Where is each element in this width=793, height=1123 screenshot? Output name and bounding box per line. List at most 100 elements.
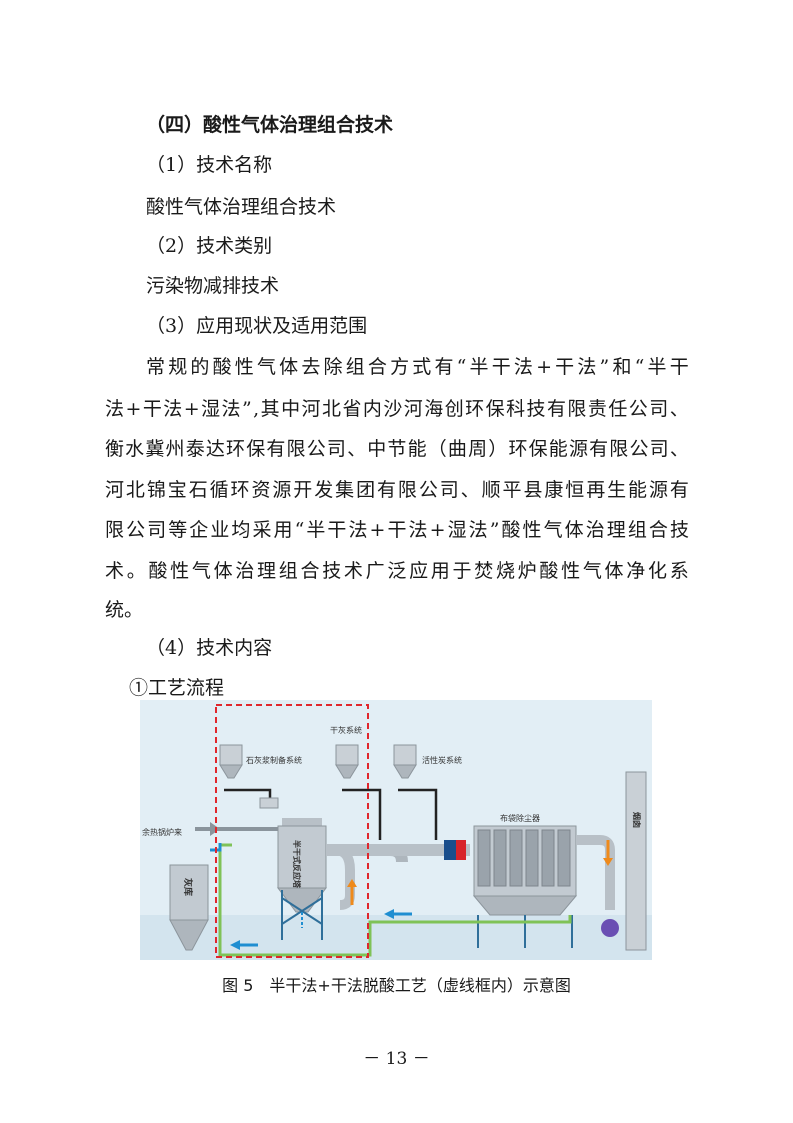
paragraph-char: 有 xyxy=(376,479,396,501)
paragraph-char: 生 xyxy=(607,479,627,501)
paragraph-char: 干 xyxy=(387,519,407,541)
bag-filter xyxy=(472,825,578,948)
paragraph-char: 酸 xyxy=(212,356,232,378)
paragraph-char: 冀 xyxy=(145,438,165,460)
activated-carbon-silo xyxy=(393,744,417,779)
paragraph-char: 平 xyxy=(502,479,522,501)
bag-filter-label: 布袋除尘器 xyxy=(500,813,540,823)
paragraph-char: 去 xyxy=(301,356,321,378)
paragraph-char: 体 xyxy=(279,356,299,378)
paragraph-char: 酸 xyxy=(539,560,559,582)
paragraph-char: 限 xyxy=(609,438,629,460)
reactor-label: 半干式反应塔 xyxy=(292,840,302,889)
paragraph-line-5: 限公司等企业均采用“半干法+干法+湿法”酸性气体治理组合技 xyxy=(105,518,689,542)
paragraph-char: 州 xyxy=(165,438,185,460)
paragraph-char: 干 xyxy=(491,356,511,378)
subsection-label-2: （2）技术类别 xyxy=(146,235,273,257)
paragraph-char: 法 xyxy=(577,356,597,378)
paragraph-char: 干 xyxy=(555,356,575,378)
paragraph-char: 司 xyxy=(649,398,669,420)
paragraph-char: 合 xyxy=(367,356,387,378)
paragraph-char: ” xyxy=(241,398,252,420)
paragraph-char: 法 xyxy=(221,398,241,420)
paragraph-char: 环 xyxy=(508,438,528,460)
paragraph-char: 、 xyxy=(460,479,480,501)
paragraph-char: 顺 xyxy=(481,479,501,501)
figure-caption: 图 5 半干法+干法脱酸工艺（虚线框内）示意图 xyxy=(222,976,571,995)
paragraph-char: 干 xyxy=(142,398,162,420)
paragraph-char: 术 xyxy=(343,560,363,582)
paragraph-char: 性 xyxy=(561,560,581,582)
flow-arrow-orange xyxy=(347,879,357,905)
paragraph-line-1: 常规的酸性气体去除组合方式有“半干法+干法”和“半干 xyxy=(146,355,689,379)
paragraph-char: 环 xyxy=(230,479,250,501)
paragraph-char: 方 xyxy=(390,356,410,378)
paragraph-char: （ xyxy=(427,438,447,460)
tech-category-text: 污染物减排技术 xyxy=(146,275,280,297)
paragraph-char: 公 xyxy=(418,479,438,501)
paragraph-char: + xyxy=(429,519,446,541)
paragraph-char: 节 xyxy=(387,438,407,460)
paragraph-char: + xyxy=(125,398,142,420)
paragraph-char: 半 xyxy=(469,356,489,378)
paragraph-char: 其 xyxy=(260,398,280,420)
paragraph-char: ” xyxy=(489,519,500,541)
paragraph-char: 理 xyxy=(257,560,277,582)
paragraph-char: 有 xyxy=(589,438,609,460)
paragraph-char: 焚 xyxy=(474,560,494,582)
paragraph-char: 企 xyxy=(189,519,209,541)
paragraph-char: 式 xyxy=(412,356,432,378)
induced-draft-fan xyxy=(601,919,619,937)
paragraph-char: 有 xyxy=(266,438,286,460)
paragraph-char: 周 xyxy=(468,438,488,460)
paragraph-char: 干 xyxy=(669,356,689,378)
paragraph-char: 任 xyxy=(608,398,628,420)
paragraph-char: 气 xyxy=(191,560,211,582)
paragraph-char: 保 xyxy=(246,438,266,460)
paragraph-char: 采 xyxy=(252,519,272,541)
paragraph-char: 科 xyxy=(506,398,526,420)
paragraph-char: 体 xyxy=(564,519,584,541)
paragraph-char: 北 xyxy=(125,479,145,501)
paragraph-char: 公 xyxy=(126,519,146,541)
paragraph-char: 治 xyxy=(585,519,605,541)
paragraph-char: 气 xyxy=(543,519,563,541)
paragraph-char: 能 xyxy=(628,479,648,501)
paragraph-char: 组 xyxy=(278,560,298,582)
paragraph-char: 湿 xyxy=(201,398,221,420)
paragraph-char: 锦 xyxy=(146,479,166,501)
paragraph-char: 组 xyxy=(627,519,647,541)
paragraph-char: 责 xyxy=(587,398,607,420)
paragraph-char: 循 xyxy=(209,479,229,501)
paragraph-char: 炉 xyxy=(517,560,537,582)
paragraph-char: 团 xyxy=(356,479,376,501)
paragraph-char: 体 xyxy=(213,560,233,582)
paragraph-char: 再 xyxy=(586,479,606,501)
paragraph-char: 技 xyxy=(322,560,342,582)
paragraph-line-4: 河北锦宝石循环资源开发集团有限公司、顺平县康恒再生能源有 xyxy=(105,478,689,502)
paragraph-char: 酸 xyxy=(148,560,168,582)
paragraph-char: 体 xyxy=(604,560,624,582)
paragraph-char: 有 xyxy=(434,356,454,378)
paragraph-char: 曲 xyxy=(447,438,467,460)
subsection-label-1: （1）技术名称 xyxy=(146,154,273,176)
paragraph-char: “ xyxy=(634,356,645,378)
paragraph-char: 司 xyxy=(439,479,459,501)
paragraph-char: 有 xyxy=(669,479,689,501)
paragraph-char: 源 xyxy=(568,438,588,460)
flow-arrows-blue xyxy=(210,843,412,950)
dashed-region-box xyxy=(215,704,369,958)
paragraph-char: 限 xyxy=(397,479,417,501)
paragraph-char: 康 xyxy=(544,479,564,501)
paragraph-char: 法 xyxy=(408,519,428,541)
activated-carbon-label: 活性炭系统 xyxy=(422,755,462,765)
paragraph-char: 气 xyxy=(582,560,602,582)
paragraph-char: 沙 xyxy=(383,398,403,420)
paragraph-char: + xyxy=(536,356,552,378)
paragraph-char: 半 xyxy=(647,356,667,378)
paragraph-char: 达 xyxy=(205,438,225,460)
paragraph-char: 中 xyxy=(367,438,387,460)
paragraph-line-3: 衡水冀州泰达环保有限公司、中节能（曲周）环保能源有限公司、 xyxy=(105,437,689,461)
paragraph-char: 化 xyxy=(647,560,667,582)
paragraph-char: 性 xyxy=(234,356,254,378)
